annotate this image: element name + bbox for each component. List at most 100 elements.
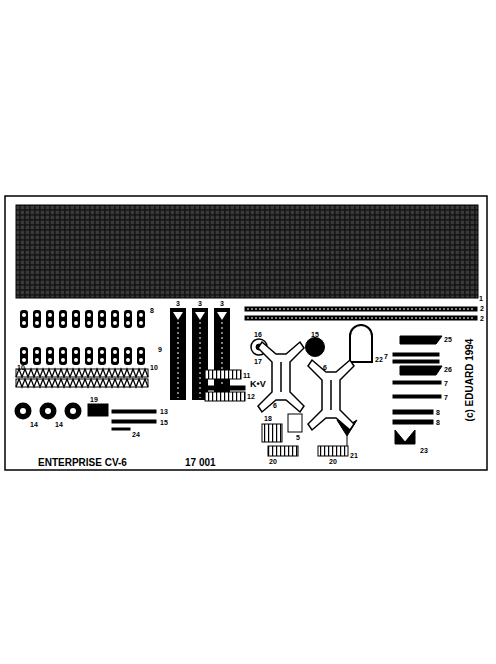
callout-number: 20: [329, 458, 337, 465]
small-parts: [393, 410, 433, 414]
part-rows: [61, 358, 65, 362]
part-rows: [124, 347, 132, 365]
callout-number: 3: [176, 300, 180, 307]
part-rows: [20, 310, 28, 328]
small-parts: [205, 370, 241, 379]
small-parts: [205, 392, 245, 401]
part-rows: [113, 350, 117, 354]
part-rows: [35, 321, 39, 325]
part-rows: [48, 358, 52, 362]
part-rows: [20, 347, 28, 365]
callout-number: 19: [90, 396, 98, 403]
small-parts: [88, 325, 442, 456]
part-rows: [16, 310, 148, 387]
fret-frame: [5, 196, 487, 470]
callout-number: 18: [264, 415, 272, 422]
cross-frames: [280, 362, 282, 392]
callout-number: 6: [273, 402, 277, 409]
part-rows: [126, 321, 130, 325]
discs: [65, 403, 82, 420]
part-rows: [35, 350, 39, 354]
callout-number: 26: [444, 366, 452, 373]
small-parts: [306, 338, 325, 357]
small-parts: [400, 336, 442, 344]
part-rows: [72, 347, 80, 365]
callout-number: 16: [254, 331, 262, 338]
rails: [247, 309, 475, 310]
cross-frames: [308, 360, 354, 430]
part-rows: [46, 347, 54, 365]
discs: [20, 408, 26, 414]
part-rows: [48, 350, 52, 354]
part-rows: [72, 310, 80, 328]
callout-number: 21: [350, 452, 358, 459]
callout-number: 15: [311, 331, 319, 338]
callout-number: 3: [220, 300, 224, 307]
small-parts: [262, 424, 282, 442]
callout-number: 3: [198, 300, 202, 307]
discs: [45, 408, 51, 414]
part-rows: [111, 310, 119, 328]
part-rows: [33, 310, 41, 328]
part-rows: [35, 313, 39, 317]
fret-title: 17 001: [185, 458, 216, 468]
callout-number: 8: [436, 419, 440, 426]
callout-number: 12: [247, 393, 255, 400]
part-rows: [87, 350, 91, 354]
callout-number: 13: [160, 408, 168, 415]
callout-number: 14: [55, 421, 63, 428]
small-parts: [112, 420, 156, 423]
callout-number: 17: [254, 358, 262, 365]
callout-number: 8: [436, 409, 440, 416]
part-rows: [61, 321, 65, 325]
part-rows: [85, 310, 93, 328]
part-rows: [100, 358, 104, 362]
catapult-strips: [200, 322, 201, 398]
small-parts: [393, 420, 433, 424]
small-parts: [88, 404, 108, 416]
callout-number: 15: [160, 419, 168, 426]
catapult-strips: [195, 312, 205, 320]
part-rows: [59, 347, 67, 365]
discs: [15, 403, 32, 420]
part-rows: [126, 358, 130, 362]
rails: [245, 307, 477, 320]
callout-number: 10: [150, 364, 158, 371]
part-rows: [61, 350, 65, 354]
discs: [15, 403, 82, 420]
discs: [40, 403, 57, 420]
small-parts: [393, 395, 441, 398]
part-rows: [87, 358, 91, 362]
small-parts: [288, 414, 302, 432]
callout-number: 6: [323, 364, 327, 371]
deck-grid: [16, 205, 478, 298]
callout-number: 9: [158, 346, 162, 353]
callout-number: 7: [444, 394, 448, 401]
small-parts: [350, 325, 372, 362]
small-parts: [395, 430, 415, 444]
part-rows: [100, 313, 104, 317]
callout-number: 2: [480, 315, 484, 322]
discs: [70, 408, 76, 414]
part-rows: [85, 347, 93, 365]
rails: [245, 316, 477, 320]
callout-number: 7: [444, 380, 448, 387]
part-rows: [139, 358, 143, 362]
catapult-strips: [217, 312, 227, 320]
part-rows: [74, 313, 78, 317]
part-rows: [22, 358, 26, 362]
rails: [245, 307, 477, 311]
catapult-strips: [170, 308, 186, 400]
part-rows: [98, 310, 106, 328]
part-rows: [87, 321, 91, 325]
callout-number: 23: [420, 447, 428, 454]
part-rows: [46, 310, 54, 328]
small-parts: [112, 410, 156, 413]
deck-grid: [16, 205, 478, 298]
part-rows: [16, 369, 148, 377]
part-rows: [22, 313, 26, 317]
catapult-strips: [173, 312, 183, 320]
small-parts: [268, 446, 298, 456]
cross-frames: [258, 342, 304, 412]
